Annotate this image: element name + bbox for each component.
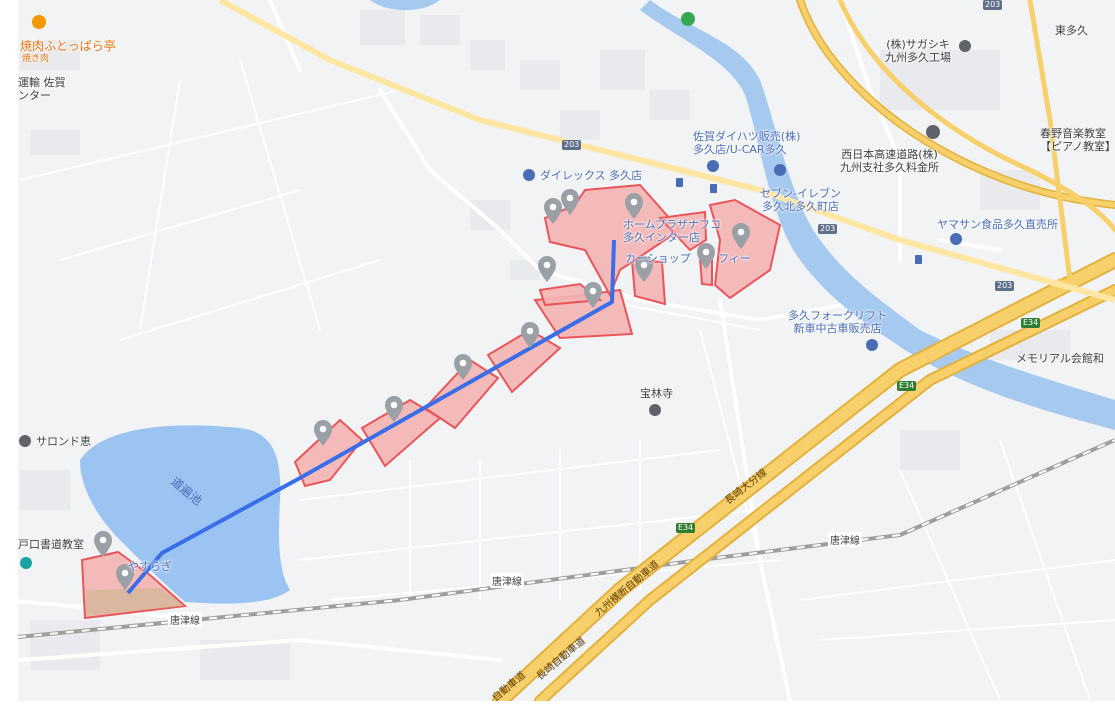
park-icon xyxy=(681,12,695,26)
poi-label-sagashiki[interactable]: (株)サガシキ 九州多久工場 xyxy=(885,38,951,64)
temple-icon xyxy=(649,404,661,416)
bus-stop-icon xyxy=(676,178,683,187)
location-pins xyxy=(94,189,750,590)
pin-marker xyxy=(732,223,750,249)
pin-marker xyxy=(635,256,653,282)
pin-icon xyxy=(19,435,31,447)
poi-label-yamasan[interactable]: ヤマサン食品多久直売所 xyxy=(937,218,1058,231)
route-shield-203: 203 xyxy=(562,140,582,150)
office-pin-icon xyxy=(926,125,940,139)
bus-stop-icon xyxy=(710,184,717,193)
zone-9 xyxy=(657,210,708,252)
pin-marker xyxy=(454,354,472,380)
shop-icon xyxy=(866,339,878,351)
poi-label-nexco[interactable]: 西日本高速道路(株) 九州支社多久料金所 xyxy=(840,148,939,174)
poi-label-memorial[interactable]: メモリアル会館和 xyxy=(1016,352,1104,365)
poi-label-homeplaza[interactable]: ホームプラザナフコ 多久インター店 xyxy=(623,218,722,244)
poi-label-haruno[interactable]: 春野音楽教室 【ピアノ教室】 xyxy=(1040,127,1115,153)
poi-label-shodo[interactable]: 戸口書道教室 xyxy=(18,538,84,551)
route-shield-203: 203 xyxy=(818,224,838,234)
restaurant-icon xyxy=(32,15,46,29)
expressway-shield-e34: E34 xyxy=(676,523,696,533)
pin-marker xyxy=(94,531,112,557)
poi-label-fee[interactable]: フィー xyxy=(718,252,751,265)
pin-marker xyxy=(385,396,403,422)
poi-label-carshop[interactable]: カーショップ xyxy=(625,252,691,265)
zone-11 xyxy=(708,198,782,300)
route-line xyxy=(126,239,616,595)
pin-marker xyxy=(314,420,332,446)
railway-label: 唐津線 xyxy=(828,532,862,547)
pin-marker xyxy=(538,256,556,282)
place-label-higashitaku: 東多久 xyxy=(1055,24,1088,37)
shop-icon xyxy=(950,233,962,245)
pond xyxy=(80,425,290,604)
poi-label-daihatsu[interactable]: 佐賀ダイハツ販売(株) 多久店/U-CAR多久 xyxy=(693,130,801,156)
bus-stop-icon xyxy=(915,255,922,264)
poi-label-seven[interactable]: セブン-イレブン 多久北多久町店 xyxy=(760,187,841,213)
school-icon xyxy=(20,557,32,569)
poi-label-hourinji[interactable]: 宝林寺 xyxy=(640,387,673,400)
pin-marker xyxy=(544,198,562,224)
pin-marker xyxy=(584,282,602,308)
poi-label-unyu[interactable]: 運輸 佐賀 ンター xyxy=(18,76,66,102)
pin-marker xyxy=(697,243,715,269)
route-203 xyxy=(218,0,1115,303)
pin-marker xyxy=(561,189,579,215)
poi-label-yakiniku[interactable]: 焼肉ふとっぱら亭 xyxy=(20,39,116,53)
poi-label-salon[interactable]: サロンド恵 xyxy=(36,435,91,448)
river xyxy=(640,0,1115,430)
poi-icons xyxy=(19,12,971,569)
railway-label: 唐津線 xyxy=(490,573,524,588)
route-shield-203: 203 xyxy=(983,0,1003,10)
pin-marker xyxy=(116,564,134,590)
poi-label-yasura[interactable]: やすらぎ xyxy=(128,560,172,573)
left-margin xyxy=(0,0,18,701)
river-small xyxy=(370,0,440,11)
expressway-shield-e34: E34 xyxy=(1021,318,1041,328)
poi-label-forklift[interactable]: 多久フォークリフト 新車中古車販売店 xyxy=(788,309,887,335)
expressway-shield-e34: E34 xyxy=(897,381,917,391)
poi-label-direx[interactable]: ダイレックス 多久店 xyxy=(540,169,643,182)
factory-pin-icon xyxy=(959,40,971,52)
building-blocks xyxy=(20,10,1070,680)
zone-overlap xyxy=(86,588,185,616)
car-dealer-icon xyxy=(707,160,719,172)
pin-marker xyxy=(625,193,643,219)
railway-label: 唐津線 xyxy=(168,612,202,627)
poi-sublabel-yakiniku: 焼き肉 xyxy=(22,54,50,64)
route-shield-203: 203 xyxy=(995,281,1015,291)
expressways xyxy=(492,0,1115,701)
pin-marker xyxy=(521,322,539,348)
shop-icon xyxy=(523,169,535,181)
zone-4 xyxy=(486,328,562,394)
convenience-store-icon xyxy=(774,164,786,176)
